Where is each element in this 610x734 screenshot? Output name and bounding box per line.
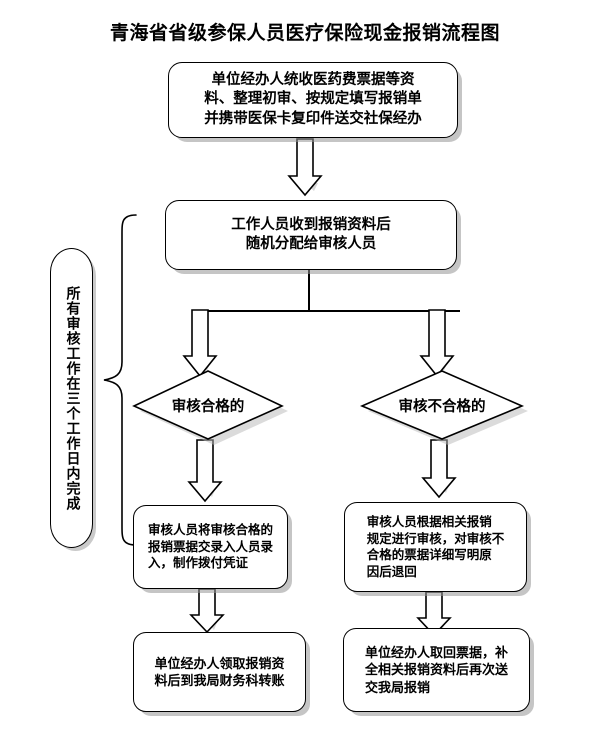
node-pass-result: 单位经办人领取报销资 料后到我局财务科转账 [133,632,306,712]
scope-brace [96,212,142,548]
arrow-fail-action-to-result [416,591,457,638]
node-pass-action: 审核人员将审核合格的 报销票据交录入人员录 入，制作拨付凭证 [133,505,288,589]
node-fail-result: 单位经办人取回票据，补 全相关报销资料后再次送 交我局报销 [343,628,530,712]
node-fail-result-text: 单位经办人取回票据，补 全相关报销资料后再次送 交我局报销 [364,645,508,695]
node-fail-action: 审核人员根据相关报销 规定进行审核，对审核不 合格的票据详细写明原 因后退回 [344,502,527,592]
arrow-step1-to-step2 [287,138,328,200]
arrow-decision-pass-to-action [187,439,228,506]
node-step2-text: 工作人员收到报销资料后 随机分配给审核人员 [231,216,391,252]
time-limit-note-shape [50,248,93,548]
arrow-decision-fail-to-action [421,439,462,502]
node-decision-pass: 审核合格的 [130,369,288,445]
arrow-pass-action-to-result [189,588,230,635]
arrow-split-to-decision-fail [419,309,460,382]
node-pass-action-text: 审核人员将审核合格的 报销票据交录入人员录 入，制作拨付凭证 [147,523,273,571]
node-pass-result-text: 单位经办人领取报销资 料后到我局财务科转账 [154,655,285,688]
arrow-split-to-decision-pass [182,309,223,382]
connector-split-bar [200,310,460,312]
connector-step2-stem [308,270,310,312]
node-step1: 单位经办人统收医药费票据等资 料、整理初审、按规定填写报销单 并携带医保卡复印件… [168,62,458,138]
node-decision-fail: 审核不合格的 [358,369,528,445]
page-title: 青海省省级参保人员医疗保险现金报销流程图 [109,23,500,44]
node-step1-text: 单位经办人统收医药费票据等资 料、整理初审、按规定填写报销单 并携带医保卡复印件… [204,72,422,127]
node-step2: 工作人员收到报销资料后 随机分配给审核人员 [165,200,457,270]
node-fail-action-text: 审核人员根据相关报销 规定进行审核，对审核不 合格的票据详细写明原 因后退回 [366,515,505,579]
